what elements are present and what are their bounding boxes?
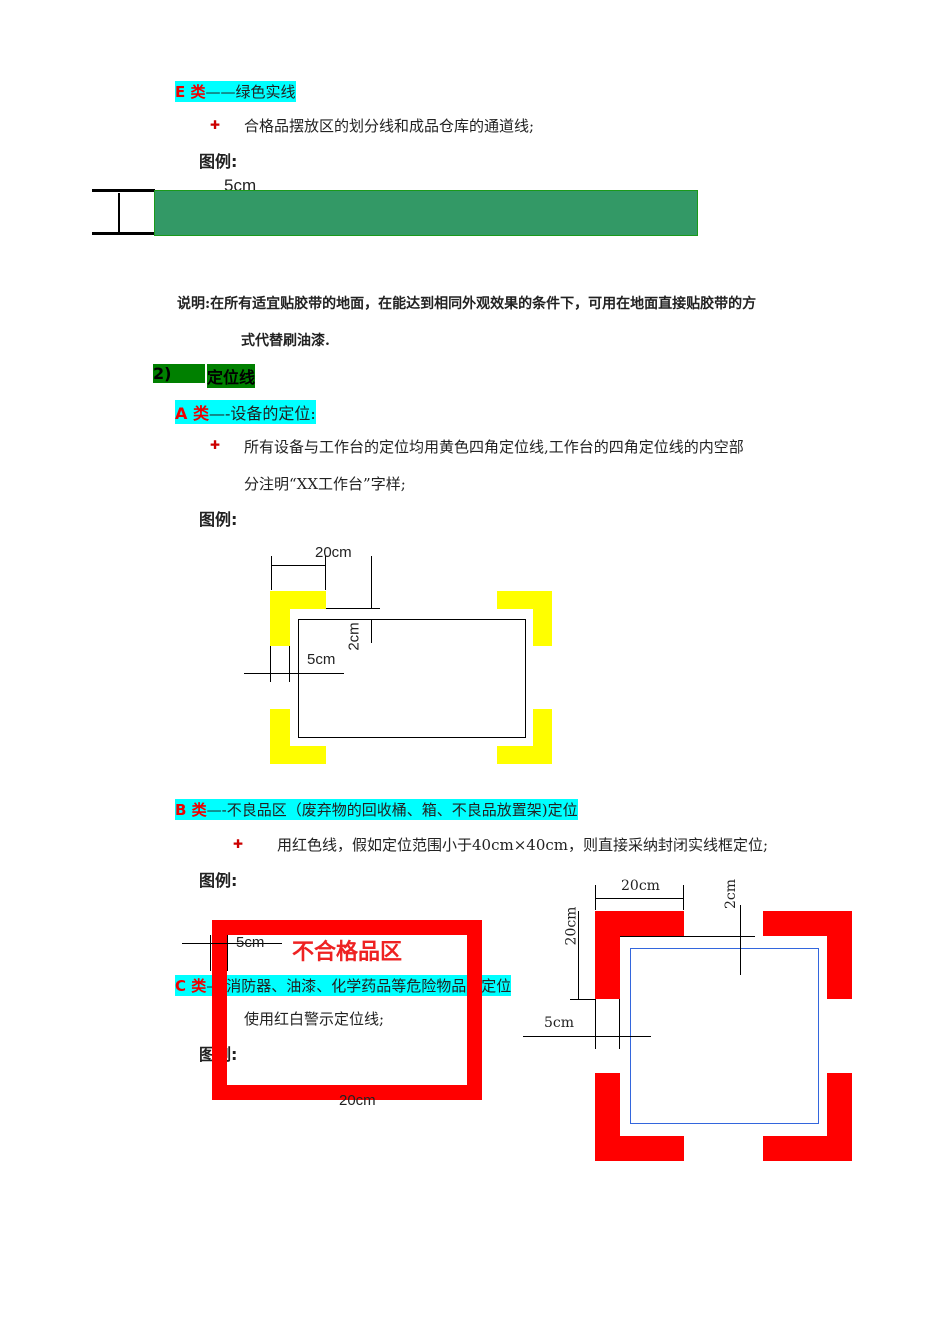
a-legend-label: 图例: [199, 510, 238, 529]
corner-dim-line: 5cm [544, 1015, 575, 1031]
b-dim-line: 5cm [236, 934, 265, 951]
dim-line [92, 189, 155, 192]
b-legend-label: 图例: [199, 871, 238, 890]
bullet-icon: ✚ [210, 118, 221, 132]
b-class-heading: B 类—-不良品区（废弃物的回收桶、箱、不良品放置架)定位 [175, 799, 578, 820]
e-class-prefix: E 类 [175, 83, 206, 101]
b-class-title: —-不良品区（废弃物的回收桶、箱、不良品放置架)定位 [206, 801, 578, 819]
c-class-title: —-消防器、油漆、化学药品等危险物品的定位 [206, 977, 512, 995]
a-class-heading: A 类—-设备的定位: [175, 400, 316, 424]
a-class-bullet-1: 所有设备与工作台的定位均用黄色四角定位线,工作台的四角定位线的内空部 [244, 438, 744, 456]
a-class-bullet-2: 分注明“XX工作台”字样; [244, 475, 406, 493]
corner-dim-height: 20cm [563, 906, 580, 946]
e-class-bullet: 合格品摆放区的划分线和成品仓库的通道线; [244, 117, 535, 135]
red-frame-label: 不合格品区 [292, 940, 403, 965]
corner-dim-gap: 2cm [723, 878, 740, 910]
b-class-prefix: B 类 [175, 801, 207, 819]
note-line2: 式代替刷油漆. [241, 333, 330, 349]
section-title: 定位线 [207, 364, 256, 388]
b-class-bullet: 用红色线，假如定位范围小于40cm×40cm，则直接采纳封闭实线框定位; [277, 836, 769, 854]
b-dim-width: 20cm [339, 1092, 376, 1109]
c-class-heading: C 类—-消防器、油漆、化学药品等危险物品的定位 [175, 975, 512, 996]
a-class-title: —-设备的定位: [208, 404, 316, 423]
bullet-icon: ✚ [233, 837, 244, 851]
green-line-sample [154, 190, 698, 236]
e-legend-label: 图例: [199, 152, 238, 171]
a-class-prefix: A 类 [175, 404, 209, 423]
dim-arrow [118, 193, 120, 232]
section-number: 2) [153, 364, 205, 383]
corner-dim-width: 20cm [621, 878, 660, 894]
dim-line [92, 232, 155, 235]
e-class-title: ——绿色实线 [205, 83, 296, 101]
c-class-prefix: C 类 [175, 977, 207, 995]
c-class-bullet: 使用红白警示定位线; [244, 1010, 385, 1028]
e-class-heading: E 类——绿色实线 [175, 81, 296, 102]
bullet-icon: ✚ [210, 438, 221, 452]
a-dim-width: 20cm [315, 544, 352, 561]
note-line1: 说明:在所有适宜贴胶带的地面，在能达到相同外观效果的条件下，可用在地面直接贴胶带… [177, 296, 757, 312]
a-dim-gap: 2cm [345, 622, 363, 651]
a-dim-line: 5cm [307, 651, 336, 668]
red-closed-frame [212, 920, 482, 1100]
